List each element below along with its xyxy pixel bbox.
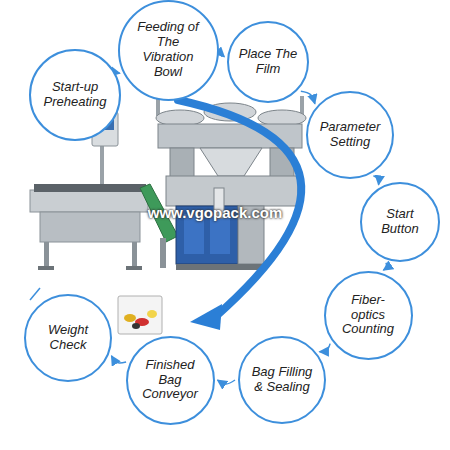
step-circle: Feeding of The Vibration Bowl <box>118 0 219 101</box>
loop-stub <box>30 288 40 300</box>
step-label: Feeding of The Vibration Bowl <box>133 20 203 80</box>
step-label: Parameter Setting <box>317 120 384 150</box>
text-wrap: Place The Film <box>237 47 299 77</box>
text-wrap: Finished Bag Conveyor <box>137 358 204 403</box>
step-label: Start-up Preheating <box>40 80 110 110</box>
step-circle: Finished Bag Conveyor <box>126 336 215 425</box>
circle-shape <box>30 50 120 140</box>
step-circle: Start-up Preheating <box>29 49 121 141</box>
text-wrap: Fiber-optics Counting <box>335 293 402 338</box>
circle-content: Start Button <box>360 182 440 262</box>
flow-arrow <box>111 356 126 363</box>
flow-arrow <box>373 176 378 185</box>
flow-arrow <box>301 91 315 103</box>
step-circle: Start Button <box>360 182 440 262</box>
step-circle: Place The Film <box>227 21 309 103</box>
flow-arrow <box>319 344 330 352</box>
flow-arrow <box>221 55 224 57</box>
text-wrap: Start-up Preheating <box>40 80 110 110</box>
circle-shape <box>325 272 412 359</box>
text-wrap: Feeding of The Vibration Bowl <box>133 20 203 80</box>
step-label: Finished Bag Conveyor <box>137 358 204 403</box>
circle-shape <box>228 22 308 102</box>
text-wrap: Parameter Setting <box>317 120 384 150</box>
text-wrap: Weight Check <box>35 323 102 353</box>
circle-content: Fiber-optics Counting <box>324 271 413 360</box>
circle-shape <box>25 295 111 381</box>
circle-content: Feeding of The Vibration Bowl <box>118 0 219 101</box>
circle-shape <box>127 337 214 424</box>
step-label: Place The Film <box>237 47 299 77</box>
text-wrap: Start Button <box>370 207 431 237</box>
circle-content: Bag Filling & Sealing <box>238 336 326 424</box>
flow-arrow <box>383 263 386 270</box>
circle-content: Finished Bag Conveyor <box>126 336 215 425</box>
circle-shape <box>307 92 393 178</box>
step-label: Start Button <box>370 207 431 237</box>
step-circle: Weight Check <box>24 294 112 382</box>
step-label: Bag Filling & Sealing <box>249 365 316 395</box>
step-label: Weight Check <box>35 323 102 353</box>
step-circle: Parameter Setting <box>306 91 394 179</box>
circle-shape <box>239 337 325 423</box>
circle-shape <box>361 183 439 261</box>
circle-content: Start-up Preheating <box>29 49 121 141</box>
flow-arrow <box>218 380 236 384</box>
circle-content: Parameter Setting <box>306 91 394 179</box>
circle-content: Place The Film <box>227 21 309 103</box>
circle-shape <box>119 1 218 100</box>
step-circle: Fiber-optics Counting <box>324 271 413 360</box>
step-label: Fiber-optics Counting <box>335 293 402 338</box>
step-circle: Bag Filling & Sealing <box>238 336 326 424</box>
circle-content: Weight Check <box>24 294 112 382</box>
finished-bag <box>118 296 162 334</box>
flow-arrow <box>118 73 120 75</box>
text-wrap: Bag Filling & Sealing <box>249 365 316 395</box>
watermark: www.vgopack.com <box>148 204 282 221</box>
